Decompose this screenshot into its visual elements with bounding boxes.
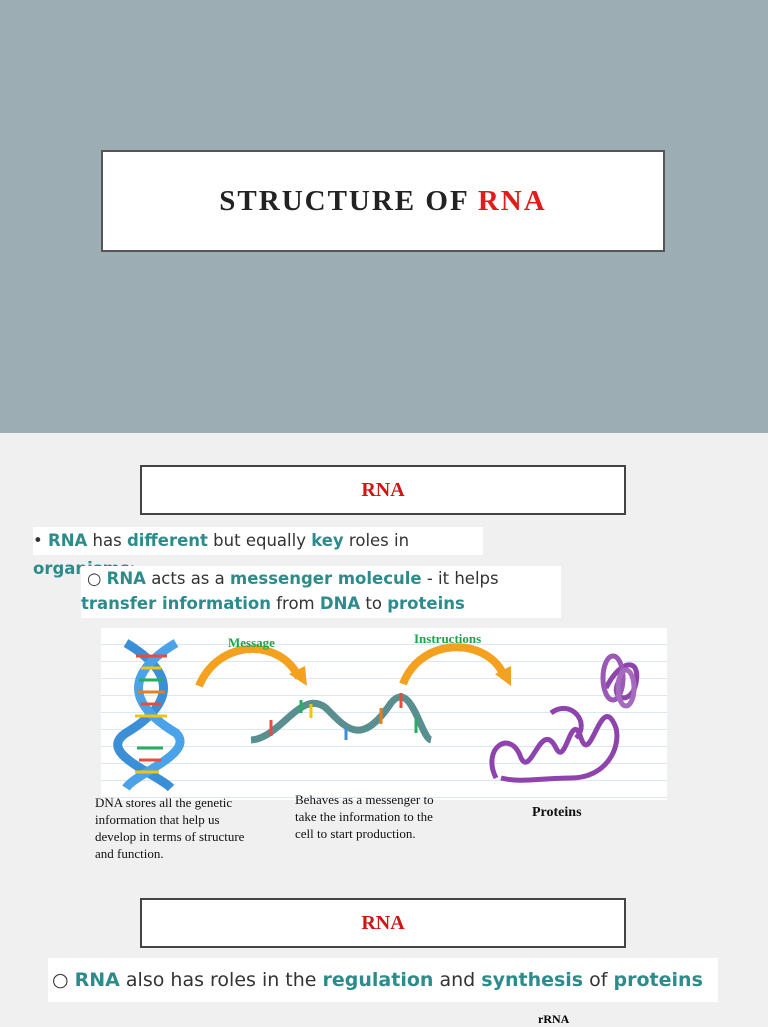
- rrna-fragment: rRNA: [538, 1012, 570, 1026]
- section-heading-2: RNA: [140, 898, 626, 948]
- instructions-arrow-icon: [399, 643, 511, 686]
- bullet-dot: •: [33, 531, 48, 550]
- kw-different: different: [126, 531, 208, 550]
- text: has: [87, 531, 127, 550]
- kw-proteins: proteins: [613, 969, 703, 991]
- text: but equally: [207, 531, 312, 550]
- dna-rna-protein-diagram: Message Instructions: [101, 628, 667, 800]
- caption-messenger: Behaves as a messenger to take the infor…: [295, 792, 434, 841]
- kw-synthesis: synthesis: [481, 969, 584, 991]
- slide-title: STRUCTURE OF RNA: [219, 185, 546, 218]
- text: roles in: [343, 531, 410, 550]
- text: - it helps: [421, 569, 499, 588]
- kw-rna: RNA: [47, 531, 88, 550]
- mrna-strand-icon: [250, 693, 433, 744]
- kw-messenger: messenger molecule: [230, 569, 422, 588]
- bullet-messenger: ○ RNA acts as a messenger molecule - it …: [81, 566, 561, 618]
- kw-rna: RNA: [74, 969, 120, 991]
- diagram-svg: [113, 639, 640, 792]
- circle-bullet: ○: [52, 969, 75, 991]
- message-arrow-icon: [195, 644, 307, 688]
- caption-proteins: Proteins: [532, 805, 582, 820]
- kw-transfer: transfer information: [81, 594, 271, 613]
- text: also has roles in the: [119, 969, 323, 991]
- kw-regulation: regulation: [322, 969, 434, 991]
- label-instructions: Instructions: [414, 631, 482, 646]
- bullet-regulation: ○ RNA also has roles in the regulation a…: [48, 958, 718, 1002]
- protein-icon: [489, 653, 640, 783]
- text: acts as a: [145, 569, 230, 588]
- circle-bullet: ○: [87, 569, 107, 588]
- title-accent: RNA: [477, 184, 547, 217]
- text: of: [583, 969, 614, 991]
- kw-rna: RNA: [106, 569, 146, 588]
- title-main: STRUCTURE OF: [219, 184, 478, 217]
- title-slide: STRUCTURE OF RNA: [0, 0, 768, 433]
- caption-dna: DNA stores all the genetic information t…: [95, 795, 245, 861]
- kw-proteins: proteins: [387, 594, 465, 613]
- dna-helix-icon: [113, 639, 185, 792]
- text: and: [433, 969, 482, 991]
- kw-key: key: [311, 531, 344, 550]
- kw-dna: DNA: [319, 594, 361, 613]
- text: to: [360, 594, 388, 613]
- title-box: STRUCTURE OF RNA: [101, 150, 665, 252]
- section-heading-1: RNA: [140, 465, 626, 515]
- bullet-roles: • RNA has different but equally key role…: [33, 527, 483, 578]
- label-message: Message: [228, 635, 275, 650]
- text: from: [270, 594, 320, 613]
